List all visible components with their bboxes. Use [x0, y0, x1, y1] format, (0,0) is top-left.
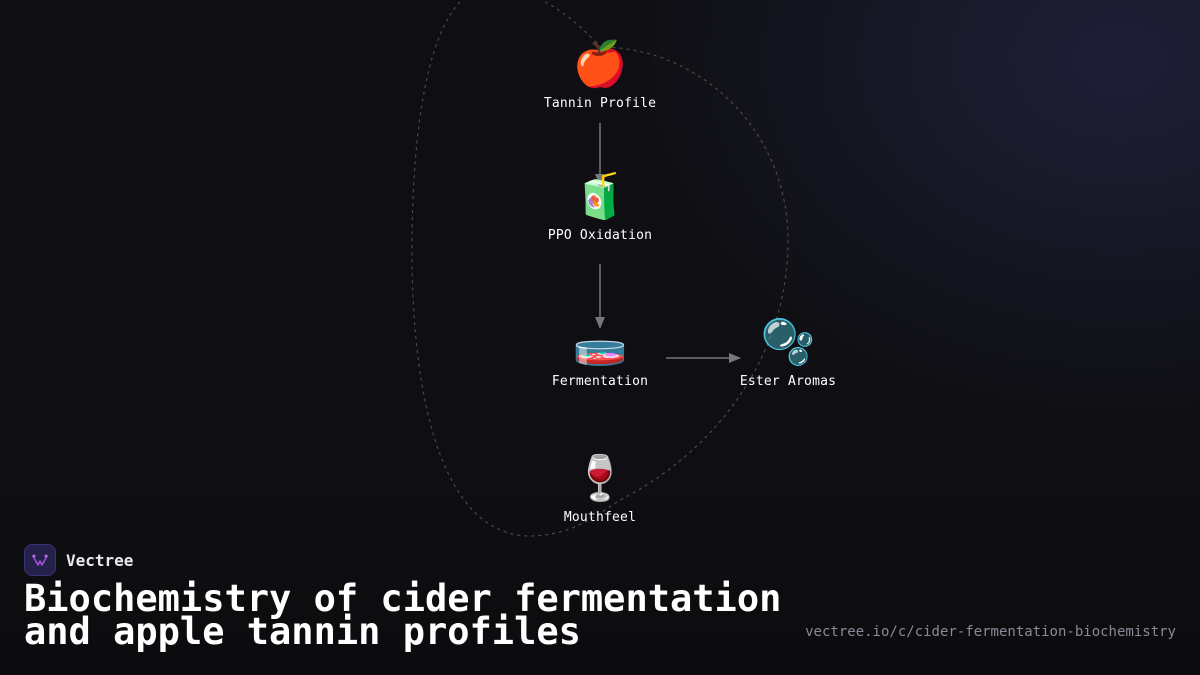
node-label: PPO Oxidation: [547, 228, 653, 243]
node-ppo-oxidation: 🧃 PPO Oxidation: [500, 168, 700, 243]
node-label: Fermentation: [551, 374, 649, 389]
node-label: Ester Aromas: [739, 374, 837, 389]
wine-glass-icon: 🍷: [572, 453, 628, 504]
bubbles-icon: 🫧: [760, 317, 816, 368]
node-mouthfeel: 🍷 Mouthfeel: [500, 450, 700, 525]
petri-dish-icon: 🧫: [572, 317, 628, 368]
node-tannin-profile: 🍎 Tannin Profile: [500, 36, 700, 111]
cycle-loop-outline: [411, 0, 789, 537]
apple-icon: 🍎: [572, 39, 628, 90]
page-url: vectree.io/c/cider-fermentation-biochemi…: [805, 624, 1176, 640]
page-title: Biochemistry of cider fermentation and a…: [24, 577, 782, 653]
brand: Vectree: [24, 544, 133, 576]
node-fermentation: 🧫 Fermentation: [500, 314, 700, 389]
vectree-logo-icon: [24, 544, 56, 576]
node-label: Tannin Profile: [543, 96, 657, 111]
node-label: Mouthfeel: [563, 510, 637, 525]
juice-box-icon: 🧃: [572, 171, 628, 222]
brand-name: Vectree: [66, 550, 134, 570]
node-ester-aromas: 🫧 Ester Aromas: [688, 314, 888, 389]
